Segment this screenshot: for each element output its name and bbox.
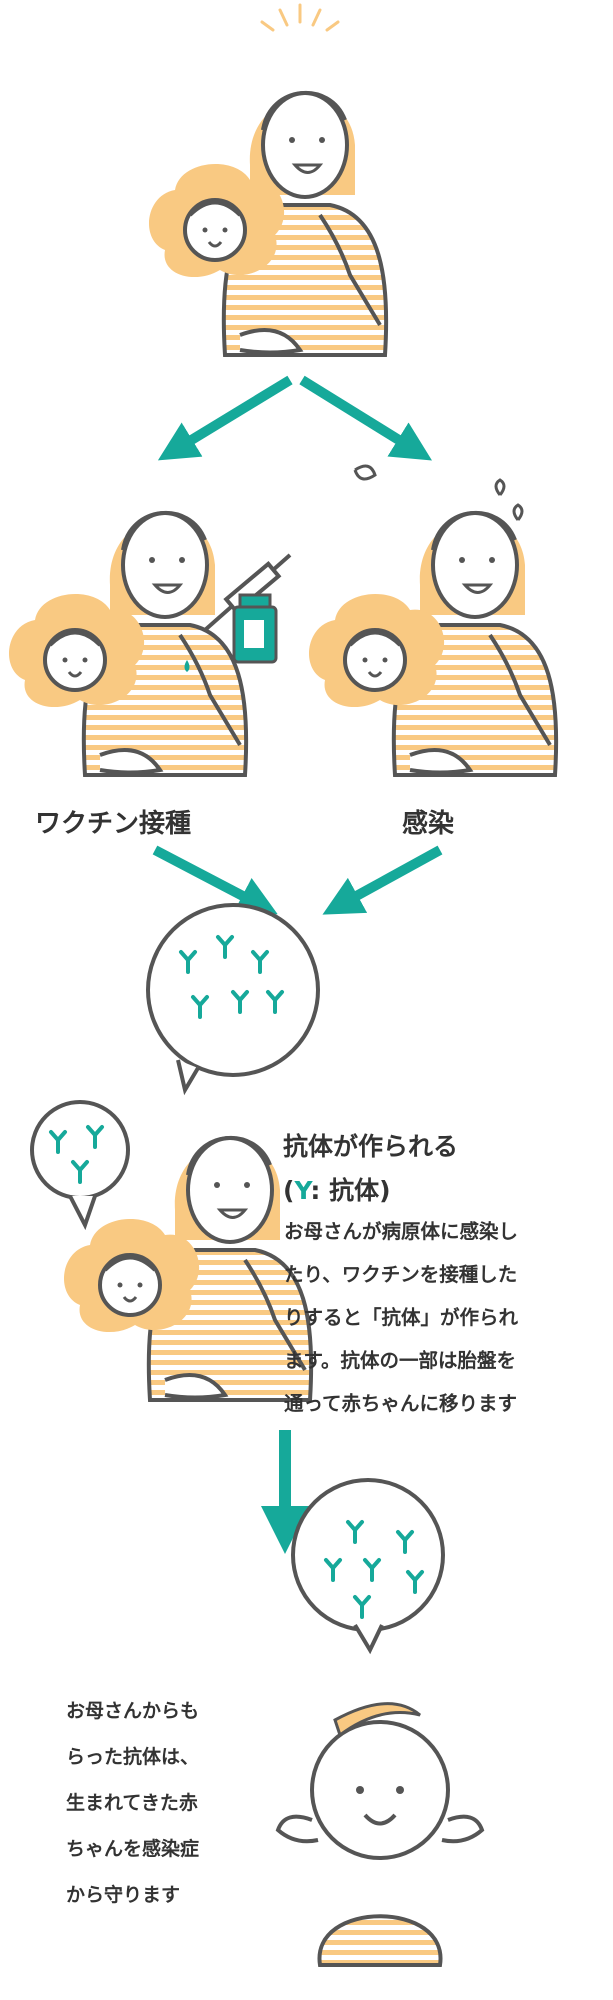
arrow-to-vaccination: [157, 375, 293, 461]
title-line2-rest: : 抗体): [310, 1176, 391, 1205]
body-line: たり、ワクチンを接種した: [284, 1263, 518, 1286]
antibody-symbol: Y: [294, 1176, 311, 1205]
sparkle-icon: [260, 3, 340, 32]
body-line: りすると「抗体」が作られ: [284, 1306, 519, 1329]
body-line: ます。抗体の一部は胎盤を: [284, 1349, 517, 1372]
sweat-icon: [494, 478, 524, 521]
body-line: 通って赤ちゃんに移ります: [284, 1392, 518, 1415]
arrow-to-infection: [299, 375, 433, 461]
body-line: お母さんが病原体に感染し: [284, 1220, 519, 1243]
label-infection: 感染: [402, 809, 455, 839]
newborn-antibody-bubble: [291, 1478, 445, 1655]
note-line: らった抗体は、: [66, 1746, 200, 1768]
antibody-bubble: [146, 903, 320, 1096]
title-line2: (Y: 抗体): [283, 1169, 458, 1213]
paren-open: (: [283, 1176, 295, 1205]
arrow-infection-to-antibody: [322, 845, 443, 915]
antibody-description: お母さんが病原体に感染し たり、ワクチンを接種した りすると「抗体」が作られ ま…: [284, 1210, 613, 1425]
arrow-vaccination-to-antibody: [152, 845, 278, 915]
note-line: ちゃんを感染症: [66, 1838, 200, 1860]
baby-antibody-bubble: [30, 1100, 130, 1231]
label-vaccination: ワクチン接種: [35, 809, 192, 839]
vaccine-vial-icon: [232, 593, 278, 664]
note-line: お母さんからも: [66, 1700, 200, 1722]
baby-protection-note: お母さんからも らった抗体は、 生まれてきた赤 ちゃんを感染症 から守ります: [66, 1688, 199, 1918]
dizzy-icon: [353, 464, 377, 481]
note-line: 生まれてきた赤: [66, 1792, 198, 1814]
antibody-title: 抗体が作られる (Y: 抗体): [283, 1125, 458, 1213]
newborn-baby: [275, 1702, 485, 1967]
title-line1: 抗体が作られる: [283, 1132, 459, 1161]
note-line: から守ります: [66, 1884, 181, 1906]
